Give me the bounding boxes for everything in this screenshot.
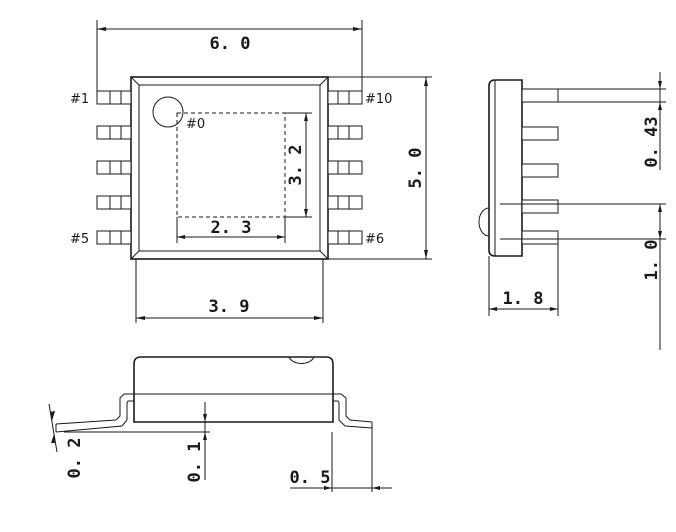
side-leads [521,88,559,245]
overall-width-dimension: 6. 0 [210,34,251,54]
pin-0-label: #0 [186,117,205,132]
lead-span-dimension: 1. 0 [642,240,662,281]
package-body-inner [138,84,321,252]
exposed-pad [176,112,286,218]
front-view: 0. 2 0. 1 0. 5 [48,356,392,492]
front-right-lead [333,393,373,423]
top-view: #1 #10 #5 #6 #0 6. 0 5. 0 3. 9 2. 3 [70,20,432,323]
lead-thickness-dimension: 0. 2 [65,438,85,479]
pin-6-label: #6 [365,232,384,247]
pad-width-dimension: 2. 3 [211,218,252,238]
front-left-lead [55,393,134,425]
side-view: 0. 43 1. 0 1. 8 [478,72,666,350]
pad-height-dimension: 3. 2 [286,145,306,186]
depth-dimension: 1. 8 [503,289,544,309]
pin-10-label: #10 [365,92,392,107]
standoff-dimension: 0. 1 [185,442,205,483]
foot-length-dimension: 0. 5 [290,468,331,488]
side-body [488,79,523,257]
pin1-marker [152,96,184,128]
lead-pitch-dimension: 0. 43 [642,116,662,167]
body-height-dimension: 5. 0 [406,148,426,189]
body-width-dimension: 3. 9 [209,297,250,317]
pin-5-label: #5 [70,232,89,247]
pin-1-label: #1 [70,92,89,107]
right-leads [327,90,363,245]
front-body [133,356,334,423]
left-leads [96,90,132,245]
